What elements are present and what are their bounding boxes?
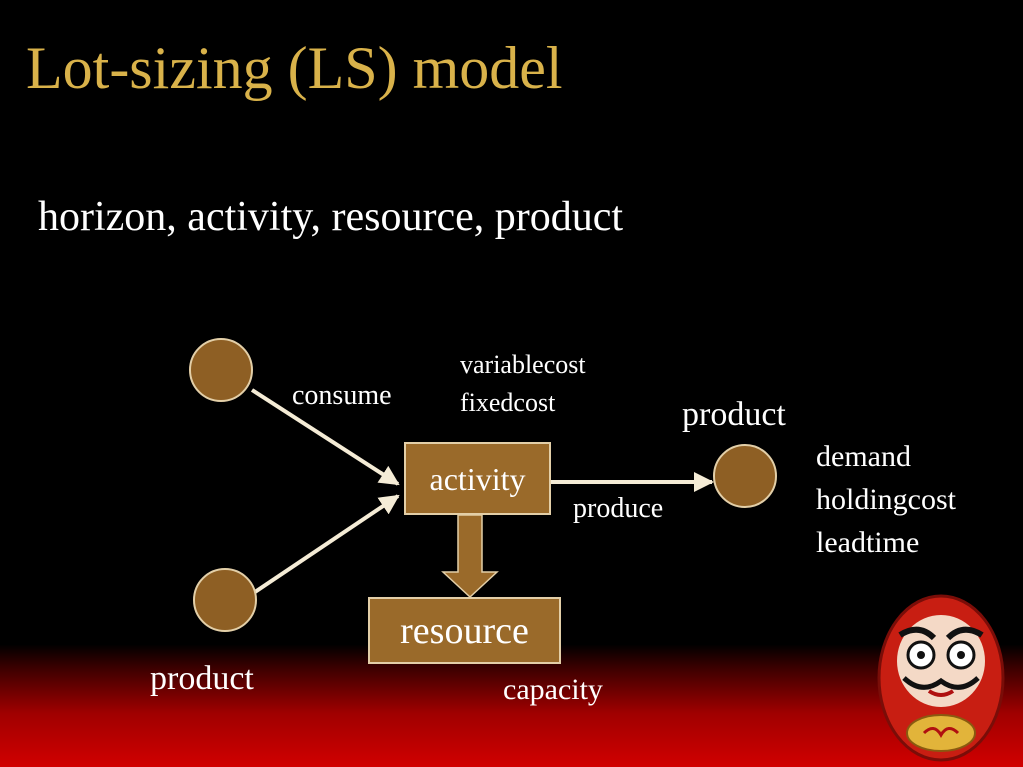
consume-arrow-bottom [253,494,400,594]
consume-label: consume [292,380,392,411]
output-product-attr-holdingcost: holdingcost [816,483,956,516]
slide-subtitle: horizon, activity, resource, product [38,194,624,240]
input-product-label: product [150,660,254,697]
resource-down-arrow [441,514,499,599]
output-product-attr-leadtime: leadtime [816,526,920,559]
resource-box: resource [368,597,561,664]
input-product-node-bottom [193,568,257,632]
activity-label: activity [429,460,526,497]
activity-attr-variablecost: variablecost [460,350,586,379]
resource-label: resource [400,609,529,652]
activity-box: activity [404,442,551,515]
output-product-node [713,444,777,508]
activity-attr-fixedcost: fixedcost [460,388,556,417]
consume-arrow-top [250,388,400,486]
resource-attr-capacity: capacity [503,673,603,706]
daruma-doll-icon [877,594,1005,762]
output-product-attr-demand: demand [816,440,911,473]
output-product-label: product [682,396,786,433]
slide-title: Lot-sizing (LS) model [26,35,563,101]
input-product-node-top [189,338,253,402]
produce-label: produce [573,493,664,524]
